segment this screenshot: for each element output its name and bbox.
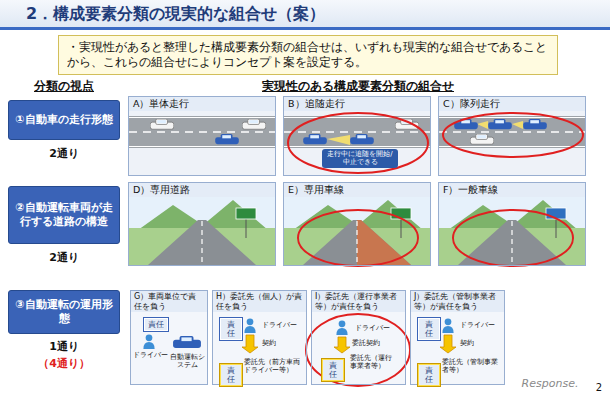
column-heading: 実現性のある構成要素分類の組合せ (218, 79, 498, 93)
node-text: J）委託先（管制事業者等）が責任を負う (411, 291, 504, 312)
option-panel: A）単体走行 (128, 96, 276, 176)
node-text: 責任 (323, 360, 343, 380)
actor-label: ドライバー (460, 321, 504, 329)
actor-label: 委託先（運行事業者等） (350, 354, 396, 371)
actor-label: ドライバー (130, 351, 170, 359)
node-text: B）追随走行 (284, 97, 430, 111)
responsibility-box: 責任 (219, 317, 243, 341)
node-text: G）車両単位で責任を負う (131, 291, 207, 312)
road-scene (128, 96, 586, 176)
node-text: ・実現性があると整理した構成要素分類の組合せは、いずれも現実的な組合せであること… (67, 40, 549, 70)
contract-label: 契約 (455, 339, 479, 347)
count-label: 2通り (8, 147, 120, 160)
option-panel: D）専用道路 (128, 182, 276, 266)
actor-label: 委託先（管制事業者等） (442, 358, 504, 375)
contract-label: 契約 (257, 339, 281, 347)
count-label: 2通り (8, 251, 120, 264)
responsibility-box: 責任 (143, 317, 169, 332)
actor-label: 委託先（前方車両ドライバー等） (244, 358, 306, 375)
option-panel: F）一般車線 (438, 182, 586, 266)
watermark: Response. (514, 377, 586, 390)
total-label: （4通り） (8, 357, 120, 370)
title-bar: 2．構成要素分類の現実的な組合せ（案） (0, 0, 610, 30)
node-text: 責任 (221, 319, 241, 339)
column-heading: 分類の視点 (14, 79, 114, 93)
actor-label: 自動運転システム (168, 353, 206, 370)
page-number: 2 (592, 382, 606, 394)
responsibility-box: 責任 (417, 317, 441, 341)
highlight-ellipse (288, 113, 583, 386)
node-text: F）一般車線 (439, 183, 585, 197)
responsibility-box: 責任 (321, 358, 345, 382)
node-text: 責任 (145, 319, 167, 330)
category-box: ①自動車の走行形態 (8, 100, 120, 140)
option-panel: G）車両単位で責任を負う責任 (130, 290, 208, 385)
node-text: 責任 (419, 319, 439, 339)
node-text: A）単体走行 (129, 97, 275, 111)
node-text: 責任 (419, 365, 439, 385)
count-label: 1通り (8, 340, 120, 353)
node-text: ③自動運転の運用形態 (13, 298, 115, 326)
node-text: ②自動運転車両が走行する道路の構造 (13, 201, 115, 229)
node-text: C）隊列走行 (439, 97, 585, 111)
note-box: ・実現性があると整理した構成要素分類の組合せは、いずれも現実的な組合せであること… (58, 35, 558, 75)
option-panel: C）隊列走行 (438, 96, 586, 176)
node-text: ①自動車の走行形態 (13, 113, 115, 127)
node-text: 2．構成要素分類の現実的な組合せ（案） (26, 4, 325, 24)
callout-note: 走行中に追随を開始/中止できる (322, 149, 398, 168)
node-text: I）委託先（運行事業者等）が責任を負う (312, 291, 405, 312)
node-text: 責任 (221, 365, 241, 385)
responsibility-box: 責任 (219, 363, 243, 387)
option-panel: E）専用車線 (283, 182, 431, 266)
road-perspective (128, 182, 586, 266)
category-box: ②自動運転車両が走行する道路の構造 (8, 186, 120, 244)
node-text: D）専用道路 (129, 183, 275, 197)
actor-label: ドライバー (350, 324, 394, 332)
contract-label: 委託契約 (349, 339, 383, 347)
node-text: E）専用車線 (284, 183, 430, 197)
category-box: ③自動運転の運用形態 (8, 290, 120, 334)
option-panel: I）委託先（運行事業者等）が責任を負う責任 (311, 290, 406, 385)
operation-scene (130, 290, 505, 385)
node-text: H）委託先（個人）が責任を負う (213, 291, 306, 312)
responsibility-box: 責任 (417, 363, 441, 387)
actor-label: ドライバー (262, 321, 306, 329)
